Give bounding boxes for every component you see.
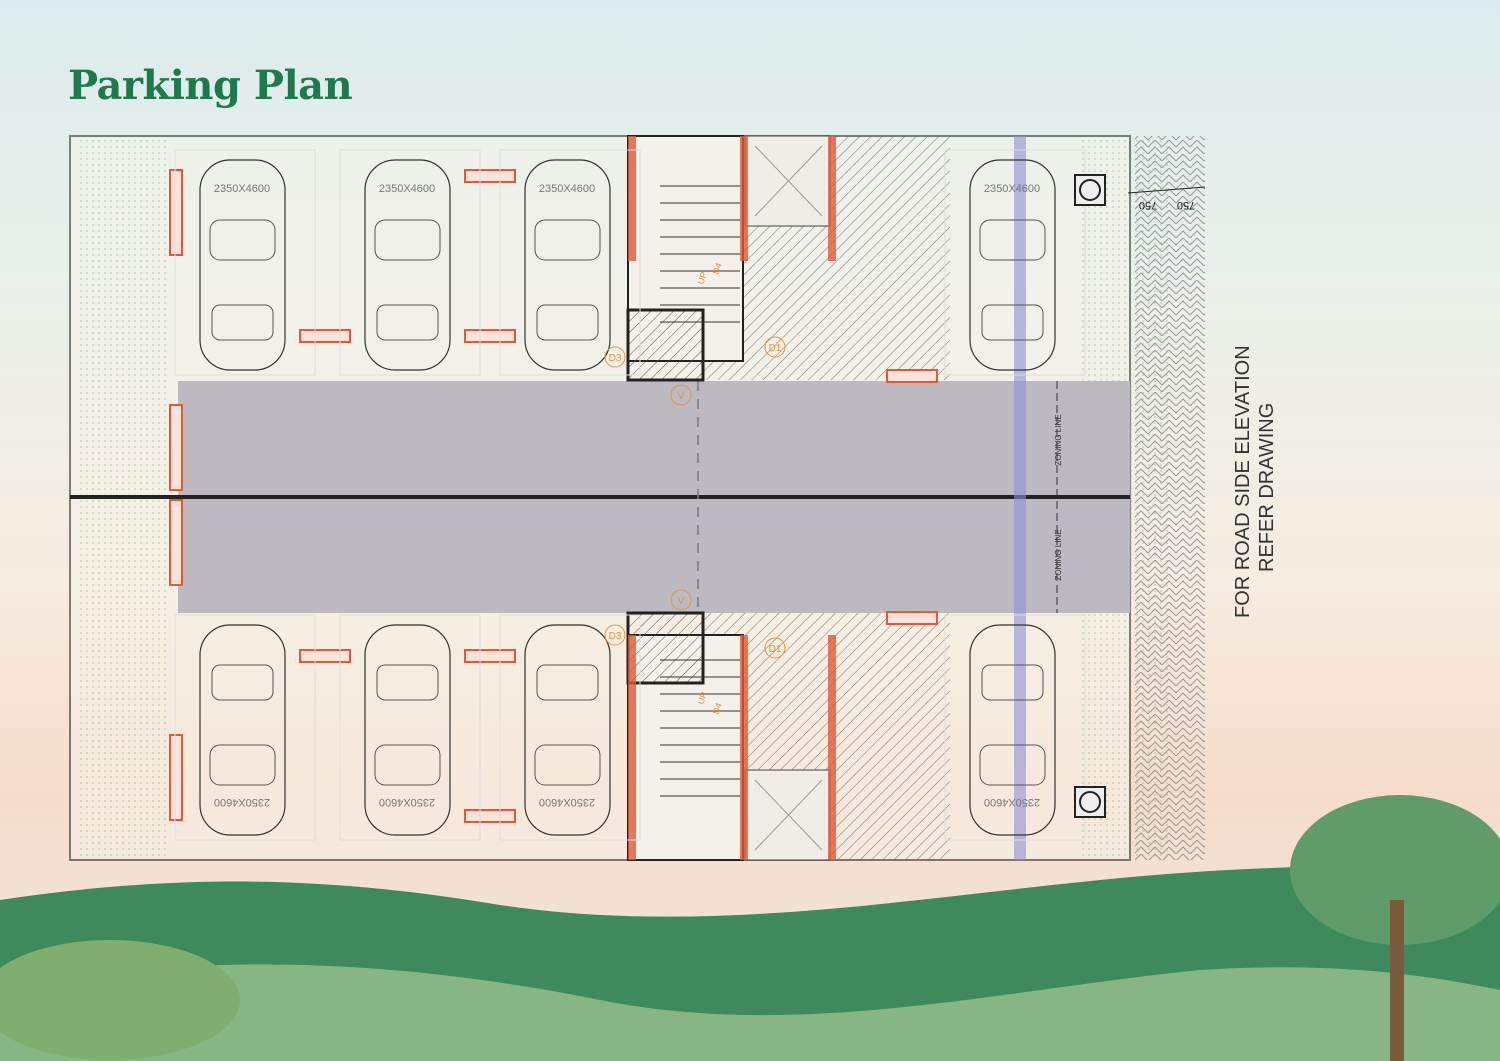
red-wall: [828, 635, 836, 860]
car-rear-window: [376, 304, 439, 341]
parking-bay-label: 2350X4600: [214, 796, 270, 808]
tree-icon: [1290, 795, 1500, 945]
parking-bay: [174, 614, 316, 841]
manhole-cover-icon: [1079, 179, 1101, 201]
car-rear-window: [536, 304, 599, 341]
column-marker: [169, 734, 183, 821]
parking-bay-label: 2350X4600: [984, 183, 1040, 195]
car-windshield: [979, 744, 1046, 786]
parking-bay-label: 2350X4600: [539, 183, 595, 195]
lift-cross: [754, 779, 823, 851]
column-marker: [464, 169, 516, 183]
parking-bay: [499, 149, 641, 376]
car-outline: [364, 624, 451, 836]
parking-bay-label: 2350X4600: [984, 796, 1040, 808]
car-rear-window: [536, 664, 599, 701]
red-wall: [828, 136, 836, 261]
annotation-bubble: [764, 336, 786, 358]
annotation-door_d1: D1: [769, 343, 782, 354]
car-windshield: [534, 744, 601, 786]
car-rear-window: [981, 304, 1044, 341]
annotation-bubble: [604, 346, 626, 368]
car-rear-window: [376, 664, 439, 701]
zoning-line-label: ZONING LINE: [1054, 529, 1063, 580]
annotation-valve: V: [678, 391, 685, 402]
car-windshield: [209, 744, 276, 786]
column-marker: [169, 499, 183, 586]
stair-up-label: UP: [695, 271, 709, 286]
service-room: [626, 611, 705, 685]
parking-bay-label: 2350X4600: [214, 183, 270, 195]
red-wall: [628, 635, 636, 860]
column-marker: [299, 649, 351, 663]
note-line-2: REFER DRAWING: [1256, 402, 1278, 572]
parking-bay: [174, 149, 316, 376]
car-windshield: [534, 219, 601, 261]
column-marker: [886, 369, 938, 383]
annotation-door_d3: D3: [609, 353, 622, 364]
parking-bay: [339, 149, 481, 376]
stair-up-label: UP: [695, 691, 709, 706]
zoning-band: [1014, 136, 1026, 860]
parking-bay: [944, 149, 1086, 376]
dimension-label: 750: [1139, 199, 1157, 211]
service-room: [626, 308, 705, 382]
manhole-cover-icon: [1079, 791, 1101, 813]
annotation-bubble: [670, 589, 692, 611]
car-rear-window: [211, 664, 274, 701]
note-line-1: FOR ROAD SIDE ELEVATION: [1232, 345, 1254, 618]
parking-bay-label: 2350X4600: [379, 796, 435, 808]
parking-bay: [499, 614, 641, 841]
annotation-bubble: [604, 624, 626, 646]
dimension-line: [1127, 186, 1206, 194]
annotation-door_d1: D1: [769, 644, 782, 655]
car-outline: [969, 159, 1056, 371]
column-marker: [169, 404, 183, 491]
car-outline: [524, 624, 611, 836]
parking-bay: [944, 614, 1086, 841]
zoning-line-label: ZONING LINE: [1054, 414, 1063, 465]
column-marker: [886, 611, 938, 625]
car-windshield: [979, 219, 1046, 261]
red-wall: [740, 136, 748, 261]
car-rear-window: [981, 664, 1044, 701]
column-marker: [464, 329, 516, 343]
car-outline: [199, 159, 286, 371]
car-outline: [524, 159, 611, 371]
door-d4-label: D4: [710, 261, 723, 275]
road-side-elevation-note: FOR ROAD SIDE ELEVATION REFER DRAWING: [1218, 345, 1288, 620]
car-windshield: [209, 219, 276, 261]
red-wall: [740, 635, 748, 860]
annotation-valve: V: [678, 596, 685, 607]
car-windshield: [374, 744, 441, 786]
car-windshield: [374, 219, 441, 261]
column-marker: [169, 169, 183, 256]
parking-bay-label: 2350X4600: [379, 183, 435, 195]
paving-strip: [1135, 136, 1205, 860]
column-marker: [464, 649, 516, 663]
column-marker: [299, 329, 351, 343]
column-marker: [464, 809, 516, 823]
door-d4-label: D4: [710, 701, 723, 715]
car-outline: [969, 624, 1056, 836]
annotation-bubble: [670, 384, 692, 406]
annotation-bubble: [764, 637, 786, 659]
car-outline: [199, 624, 286, 836]
background-hill-front: [0, 964, 1500, 1061]
car-outline: [364, 159, 451, 371]
bush-icon: [0, 940, 240, 1060]
page-title: Parking Plan: [68, 62, 353, 109]
parking-bay-label: 2350X4600: [539, 796, 595, 808]
parking-bay: [339, 614, 481, 841]
red-wall: [628, 136, 636, 261]
dimension-label: 750: [1177, 199, 1195, 211]
car-rear-window: [211, 304, 274, 341]
annotation-door_d3: D3: [609, 631, 622, 642]
lift-cross: [754, 145, 823, 217]
